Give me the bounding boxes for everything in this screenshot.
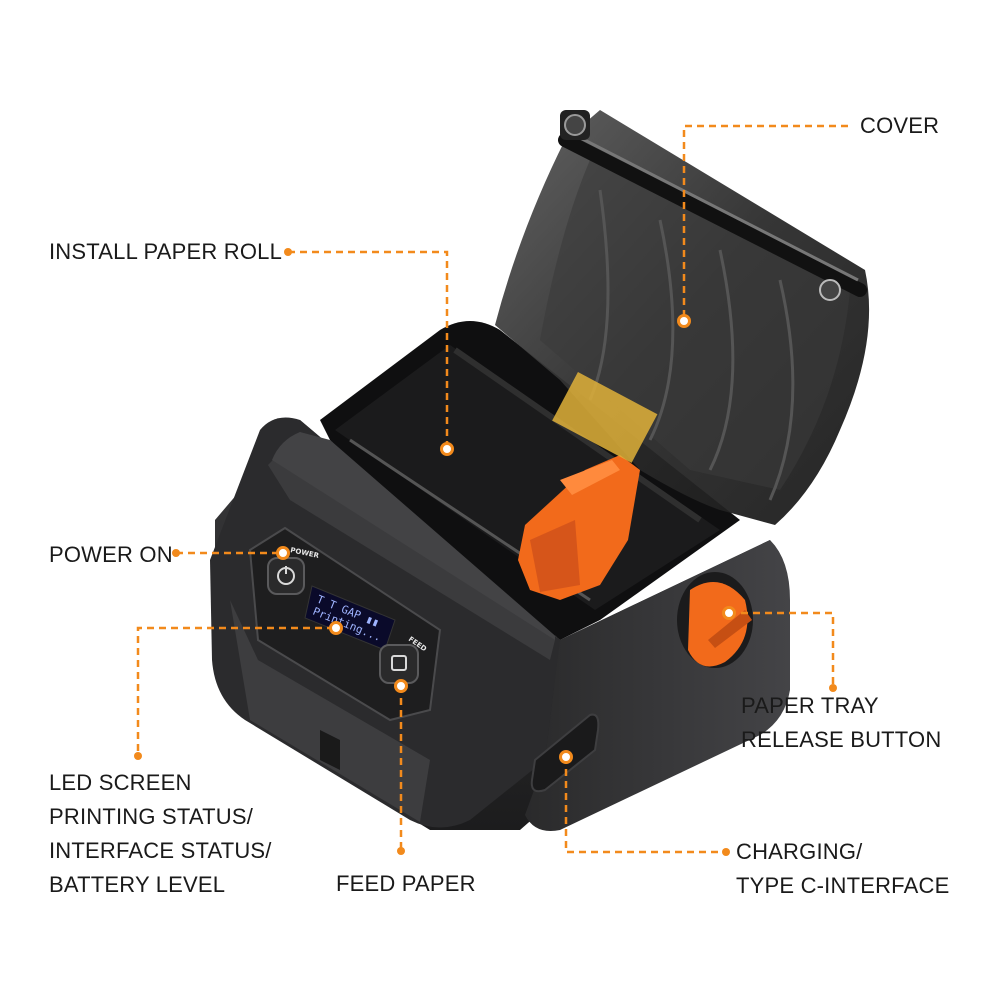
control-panel: POWER T T GAP ▮▮ Printing... FEED xyxy=(248,526,442,722)
paper-roll-guide xyxy=(518,455,640,600)
callout-led-line xyxy=(136,626,334,756)
label-charging: CHARGING/ TYPE C-INTERFACE xyxy=(736,839,950,898)
feed-button[interactable] xyxy=(379,644,419,684)
label-led-screen: LED SCREEN PRINTING STATUS/ INTERFACE ST… xyxy=(49,770,272,897)
callout-lines xyxy=(136,124,848,854)
label-install-paper-roll: INSTALL PAPER ROLL xyxy=(49,239,283,264)
label-cover: COVER xyxy=(860,113,940,138)
callout-end-dots xyxy=(134,248,837,856)
label-paper-tray-release: PAPER TRAY RELEASE BUTTON xyxy=(741,693,942,752)
label-feed-paper: FEED PAPER xyxy=(336,871,476,896)
power-button[interactable] xyxy=(267,557,305,595)
callout-dots xyxy=(276,314,736,764)
callout-cover-line xyxy=(682,124,848,320)
callout-install-line xyxy=(288,250,449,448)
label-power-on: POWER ON xyxy=(49,542,173,567)
paper-tray-release-knob[interactable] xyxy=(677,572,753,668)
